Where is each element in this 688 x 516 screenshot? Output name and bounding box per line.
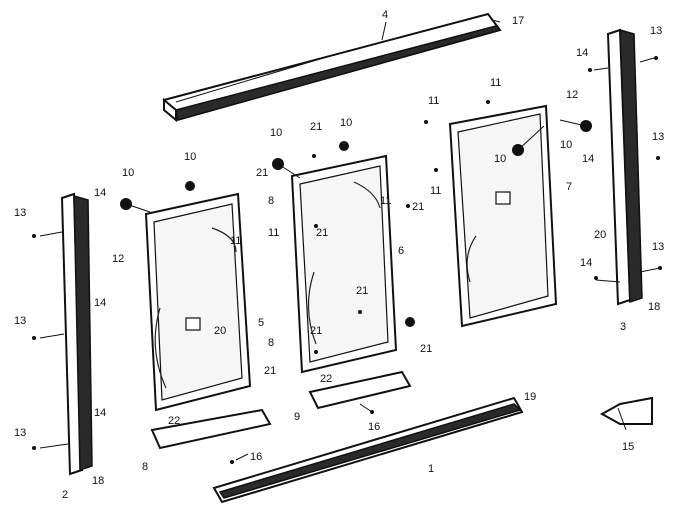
callout-21: 21 [316, 227, 328, 239]
door-handle-right [495, 191, 511, 205]
callout-13: 13 [14, 207, 26, 219]
door-panel-right [448, 104, 558, 328]
callout-13: 13 [14, 427, 26, 439]
callout-21: 21 [420, 343, 432, 355]
callout-12: 12 [112, 253, 124, 265]
callout-11: 11 [428, 95, 439, 107]
door-panel-left [144, 192, 252, 412]
callout-14: 14 [582, 153, 594, 165]
callout-19: 19 [524, 391, 536, 403]
callout-21: 21 [356, 285, 368, 297]
callout-10: 10 [122, 167, 134, 179]
callout-11: 11 [230, 235, 241, 247]
callout-9: 9 [294, 411, 300, 423]
callout-13: 13 [652, 241, 664, 253]
end-cap [599, 396, 653, 425]
callout-14: 14 [576, 47, 588, 59]
bottom-track [212, 396, 524, 504]
callout-12: 12 [566, 89, 578, 101]
callout-21: 21 [412, 201, 424, 213]
callout-20: 20 [214, 325, 226, 337]
callout-10: 10 [340, 117, 352, 129]
callout-6: 6 [398, 245, 404, 257]
door-handle-left [185, 317, 201, 331]
callout-13: 13 [652, 131, 664, 143]
callout-14: 14 [94, 187, 106, 199]
callout-10: 10 [560, 139, 572, 151]
callout-18: 18 [92, 475, 104, 487]
callout-22: 22 [168, 415, 180, 427]
callout-14: 14 [580, 257, 592, 269]
left-jamb [60, 192, 93, 476]
callout-21: 21 [310, 121, 322, 133]
callout-11: 11 [430, 185, 441, 197]
callout-1: 1 [428, 463, 434, 475]
leader-lines [39, 19, 661, 461]
callout-10: 10 [184, 151, 196, 163]
callout-11: 11 [268, 227, 279, 239]
bottom-guide-left [150, 408, 272, 450]
door-panel-middle [290, 154, 398, 374]
callout-20: 20 [594, 229, 606, 241]
bottom-guide-middle [308, 370, 412, 410]
top-header-rail [162, 12, 502, 123]
callout-8: 8 [142, 461, 148, 473]
callout-16: 16 [250, 451, 262, 463]
callout-4: 4 [382, 9, 388, 21]
callout-5: 5 [258, 317, 264, 329]
callout-10: 10 [270, 127, 282, 139]
callout-16: 16 [368, 421, 380, 433]
callout-11: 11 [490, 77, 501, 89]
callout-labels: 4 17 13 14 11 11 12 10 10 10 21 10 13 14… [14, 9, 664, 501]
callout-21: 21 [310, 325, 322, 337]
callout-22: 22 [320, 373, 332, 385]
callout-8: 8 [268, 337, 274, 349]
callout-21: 21 [256, 167, 268, 179]
callout-11: 11 [380, 195, 391, 207]
callout-14: 14 [94, 297, 106, 309]
callout-8: 8 [268, 195, 274, 207]
callout-2: 2 [62, 489, 68, 501]
callout-17: 17 [512, 15, 524, 27]
callout-3: 3 [620, 321, 626, 333]
callout-7: 7 [566, 181, 572, 193]
callout-10: 10 [494, 153, 506, 165]
callout-14: 14 [94, 407, 106, 419]
callout-15: 15 [622, 441, 634, 453]
callout-13: 13 [650, 25, 662, 37]
right-jamb [606, 28, 643, 306]
callout-13: 13 [14, 315, 26, 327]
callout-18: 18 [648, 301, 660, 313]
callout-21: 21 [264, 365, 276, 377]
